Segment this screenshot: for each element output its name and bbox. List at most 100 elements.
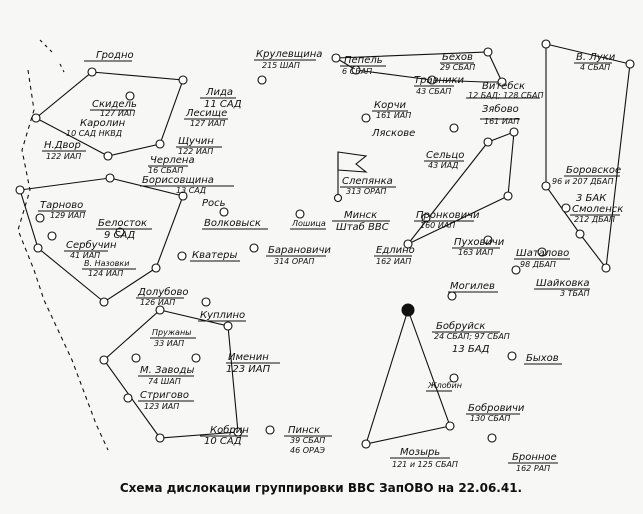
unit-bekhov: 29 СБАП — [440, 63, 475, 72]
label-bobruisk: Бобруйск — [436, 320, 485, 332]
label-shaykovka: Шайковка — [536, 278, 590, 289]
airfield-bobruisk-hq — [401, 303, 415, 317]
label-bekhov: Бехов — [442, 52, 473, 63]
airfield-marker — [497, 77, 507, 87]
label-borovskoe: Боровское — [566, 165, 621, 176]
label-pronkovichi: Пронковичи — [416, 210, 480, 221]
unit-tarnovo: 129 ИАП — [50, 211, 85, 220]
airfield-marker — [575, 229, 585, 239]
unit-cherlena: 16 СБАП — [148, 166, 183, 175]
label-pinsk: Пинск — [288, 425, 320, 436]
airfield-marker — [87, 67, 97, 77]
unit-slepyanka: 313 ОРАП — [346, 187, 386, 196]
unit-zyabrovo: 161 ИАП — [484, 117, 519, 126]
unit2-pinsk: 46 ОРАЭ — [290, 446, 325, 455]
airfield-marker — [155, 433, 165, 443]
district-smolensk — [545, 43, 631, 270]
label-imenin: Именин — [228, 352, 269, 363]
airfield-marker — [445, 421, 455, 431]
airfield-marker — [105, 173, 115, 183]
airfield-marker — [151, 263, 161, 273]
hq-flag — [337, 151, 368, 173]
unit-lida: 11 САД — [204, 99, 242, 110]
state-border — [17, 69, 109, 451]
airfield-minsk — [333, 193, 343, 203]
label-lyaskovo: Ляскове — [371, 128, 415, 139]
airfield-marker — [99, 355, 109, 365]
label-kvatery: Кватеры — [192, 250, 237, 261]
unit-vnazovka: 124 ИАП — [88, 269, 123, 278]
airfield-marker — [35, 213, 45, 223]
label-edlino: Едлино — [376, 245, 415, 256]
airfield-marker — [257, 75, 267, 85]
label-bad13: 13 БАД — [452, 344, 490, 355]
label-krulevshchina: Крулевщина — [256, 49, 322, 60]
label-shatalovo: Шаталово — [516, 248, 569, 259]
airfield-marker — [223, 321, 233, 331]
label-slepyanka: Слепянка — [342, 176, 393, 187]
label-grodno: Гродно — [96, 50, 134, 61]
label-bak3: 3 БАК — [576, 193, 607, 204]
unit-borovskoe: 96 и 207 ДБАП — [552, 177, 614, 186]
airfield-marker — [99, 297, 109, 307]
label-mozyr: Мозырь — [400, 447, 440, 458]
airfield-marker — [177, 251, 187, 261]
airfield-marker — [155, 139, 165, 149]
unit-shaykovka: 3 ТБАП — [560, 289, 590, 298]
label-zyabrovo: Зябово — [482, 103, 519, 115]
unit-krulevshchina: 215 ШАП — [262, 61, 300, 70]
label-mogilev: Могилев — [450, 281, 495, 292]
airfield-marker — [115, 227, 125, 237]
label-lida: Лида — [205, 87, 233, 98]
label-underlines — [38, 59, 620, 464]
airfield-marker — [449, 123, 459, 133]
label-bykhov: Быхов — [526, 353, 559, 364]
unit-nvor: 122 ИАП — [46, 152, 81, 161]
label-shchuchin: Щучин — [178, 136, 214, 147]
unit-mzavody: 74 ШАП — [148, 377, 181, 386]
airfield-marker — [33, 243, 43, 253]
label-karolin: Каролин — [80, 118, 126, 129]
unit-pruzhany: 33 ИАП — [154, 339, 184, 348]
airfield-marker — [483, 47, 493, 57]
airfield-marker — [31, 113, 41, 123]
unit-strigovo: 123 ИАП — [144, 402, 179, 411]
unit-belostok: 9 САД — [104, 230, 135, 241]
airfield-marker — [511, 265, 521, 275]
airfield-marker — [178, 75, 188, 85]
airfield-marker — [265, 425, 275, 435]
airfield-marker — [295, 209, 305, 219]
unit-borisovshchina: 13 САД — [176, 186, 206, 195]
airfield-marker — [361, 113, 371, 123]
label-dolubovo: Долубово — [137, 286, 189, 298]
label-serbuchin: Сербучин — [66, 239, 117, 251]
airfield-marker — [47, 231, 57, 241]
airfield-marker — [483, 137, 493, 147]
airfield-marker — [103, 151, 113, 161]
label-nvor: Н.Двор — [44, 140, 81, 151]
unit-minsk: Штаб ВВС — [336, 221, 389, 233]
airfield-marker — [601, 263, 611, 273]
airfield-marker — [541, 39, 551, 49]
unit-seltso: 43 ИАД — [428, 161, 458, 170]
unit-lesishche: 127 ИАП — [190, 119, 225, 128]
label-cherlena: Черлена — [150, 155, 195, 166]
airfield-marker — [15, 185, 25, 195]
airfield-marker — [503, 191, 513, 201]
airfield-marker — [483, 235, 493, 245]
border-fragment — [39, 39, 65, 73]
label-vluki: В. Луки — [576, 52, 616, 63]
label-vnazovka: В. Назовки — [84, 259, 129, 268]
airfield-markers — [15, 39, 635, 449]
label-pepel: Пепель — [344, 55, 383, 66]
label-tarnovo: Тарново — [40, 200, 83, 211]
label-bobruichi: Бобровичи — [468, 402, 525, 414]
label-skidel: Скидель — [92, 99, 137, 110]
label-bronnoe: Бронное — [512, 452, 557, 463]
airfield-marker — [361, 439, 371, 449]
airfield-marker — [125, 91, 135, 101]
unit-vluki: 4 СБАП — [580, 63, 610, 72]
unit-pronkovichi: 160 ИАП — [420, 221, 455, 230]
